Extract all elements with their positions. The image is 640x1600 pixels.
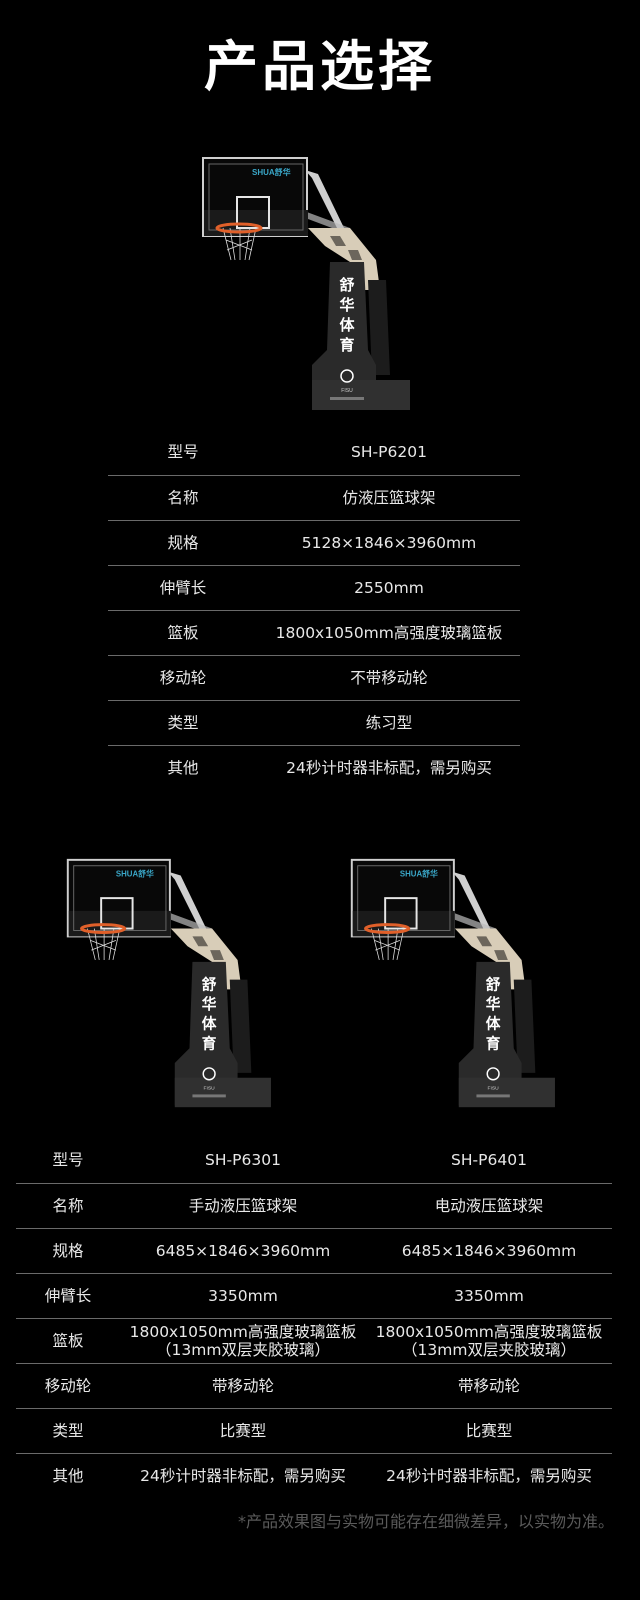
spec-value-b: 3350mm bbox=[454, 1286, 524, 1305]
spec-row: 类型 比赛型 比赛型 bbox=[16, 1408, 612, 1453]
spec-value-b: 1800x1050mm高强度玻璃篮板（13mm双层夹胶玻璃） bbox=[366, 1318, 612, 1363]
spec-value: 仿液压篮球架 bbox=[342, 488, 436, 507]
spec-value-b: 电动液压篮球架 bbox=[434, 1196, 544, 1215]
spec-label: 类型 bbox=[167, 713, 199, 732]
spec-value-b: 比赛型 bbox=[465, 1421, 513, 1440]
tower-lettering: 舒 bbox=[486, 975, 501, 993]
spec-row: 其他 24秒计时器非标配，需另购买 24秒计时器非标配，需另购买 bbox=[16, 1453, 612, 1498]
spec-label: 型号 bbox=[52, 1151, 84, 1170]
spec-label: 规格 bbox=[52, 1241, 84, 1260]
spec-row: 名称 手动液压篮球架 电动液压篮球架 bbox=[16, 1183, 612, 1228]
spec-table-sh-p6301-p6401: 型号 SH-P6301 SH-P6401 名称 手动液压篮球架 电动液压篮球架规格 6485… bbox=[16, 1138, 612, 1498]
product-image-sh-p6401: SHUA舒华 舒华体育 FISU bbox=[322, 852, 572, 1117]
spec-label: 规格 bbox=[167, 533, 199, 552]
spec-label: 伸臂长 bbox=[159, 578, 207, 597]
spec-row: 伸臂长 2550mm bbox=[108, 565, 520, 610]
rim-and-net bbox=[215, 222, 263, 261]
tower-lettering: 华 bbox=[202, 995, 217, 1013]
product-image-sh-p6301: SHUA舒华 舒华体育 FISU bbox=[38, 852, 288, 1117]
spec-value-a: 6485×1846×3960mm bbox=[155, 1241, 331, 1260]
spec-row: 规格 6485×1846×3960mm 6485×1846×3960mm bbox=[16, 1228, 612, 1273]
spec-value-line: 1800x1050mm高强度玻璃篮板 bbox=[375, 1322, 603, 1341]
spec-label: 移动轮 bbox=[44, 1376, 92, 1395]
spec-value: 2550mm bbox=[354, 578, 424, 597]
tower-lettering: 育 bbox=[339, 336, 354, 354]
tower-lettering: 华 bbox=[339, 296, 354, 314]
spec-value-a: 比赛型 bbox=[219, 1421, 267, 1440]
spec-value: SH-P6201 bbox=[351, 443, 427, 462]
tower-lettering: 舒 bbox=[202, 975, 217, 993]
spec-row: 其他 24秒计时器非标配，需另购买 bbox=[108, 745, 520, 790]
spec-row: 移动轮 不带移动轮 bbox=[108, 655, 520, 700]
spec-value: 24秒计时器非标配，需另购买 bbox=[286, 758, 492, 777]
brand-logo: SHUA舒华 bbox=[400, 869, 438, 879]
backboard: SHUA舒华 bbox=[202, 157, 308, 237]
spec-row: 型号 SH-P6301 SH-P6401 bbox=[16, 1138, 612, 1183]
spec-value-a: SH-P6301 bbox=[205, 1151, 281, 1170]
rim-and-net bbox=[364, 923, 411, 961]
rim-and-net bbox=[80, 923, 127, 961]
spec-value-b: 24秒计时器非标配，需另购买 bbox=[386, 1466, 592, 1485]
disclaimer-note: *产品效果图与实物可能存在细微差异，以实物为准。 bbox=[237, 1512, 614, 1531]
spec-row: 类型 练习型 bbox=[108, 700, 520, 745]
spec-row: 名称 仿液压篮球架 bbox=[108, 475, 520, 520]
spec-value: 不带移动轮 bbox=[350, 668, 428, 687]
spec-label: 类型 bbox=[52, 1421, 84, 1440]
spec-value-line: 1800x1050mm高强度玻璃篮板 bbox=[129, 1322, 357, 1341]
spec-label: 篮板 bbox=[52, 1331, 84, 1350]
spec-value: 5128×1846×3960mm bbox=[301, 533, 477, 552]
spec-value: 练习型 bbox=[365, 713, 413, 732]
spec-value-a: 带移动轮 bbox=[211, 1376, 274, 1395]
spec-row: 规格 5128×1846×3960mm bbox=[108, 520, 520, 565]
spec-label: 篮板 bbox=[167, 623, 199, 642]
spec-row: 型号 SH-P6201 bbox=[108, 430, 520, 475]
spec-row: 伸臂长 3350mm 3350mm bbox=[16, 1273, 612, 1318]
spec-label: 其他 bbox=[167, 758, 199, 777]
spec-value-b: SH-P6401 bbox=[451, 1151, 527, 1170]
spec-value-a: 1800x1050mm高强度玻璃篮板（13mm双层夹胶玻璃） bbox=[120, 1318, 366, 1363]
product-image-sh-p6201: SHUA舒华 舒华体育 FISU bbox=[190, 150, 410, 420]
spec-label: 移动轮 bbox=[159, 668, 207, 687]
spec-label: 名称 bbox=[52, 1196, 84, 1215]
spec-value-b: 6485×1846×3960mm bbox=[401, 1241, 577, 1260]
spec-value-a: 24秒计时器非标配，需另购买 bbox=[140, 1466, 346, 1485]
brand-logo: SHUA舒华 bbox=[252, 167, 291, 177]
spec-label: 名称 bbox=[167, 488, 199, 507]
backboard: SHUA舒华 bbox=[66, 858, 171, 938]
spec-table-sh-p6201: 型号 SH-P6201 名称 仿液压篮球架规格 5128×1846×3960mm 伸臂长 2… bbox=[108, 430, 520, 790]
tower-lettering: 舒 bbox=[339, 276, 354, 294]
fisu-logo: FISU bbox=[341, 388, 353, 394]
tower-lettering: 体 bbox=[339, 316, 355, 334]
tower-lettering: 育 bbox=[486, 1034, 501, 1052]
page-title: 产品选择 bbox=[204, 35, 436, 98]
spec-value-line: （13mm双层夹胶玻璃） bbox=[156, 1340, 330, 1359]
spec-value-line: （13mm双层夹胶玻璃） bbox=[402, 1340, 576, 1359]
spec-row: 移动轮 带移动轮 带移动轮 bbox=[16, 1363, 612, 1408]
tower-lettering: 育 bbox=[202, 1034, 217, 1052]
fisu-logo: FISU bbox=[204, 1086, 216, 1092]
fisu-logo: FISU bbox=[488, 1086, 500, 1092]
spec-value-a: 3350mm bbox=[208, 1286, 278, 1305]
tower-lettering: 华 bbox=[486, 995, 501, 1013]
spec-label: 伸臂长 bbox=[44, 1286, 92, 1305]
spec-row: 篮板 1800x1050mm高强度玻璃篮板 bbox=[108, 610, 520, 655]
spec-value-b: 带移动轮 bbox=[457, 1376, 520, 1395]
spec-value-a: 手动液压篮球架 bbox=[188, 1196, 298, 1215]
tower-lettering: 体 bbox=[202, 1015, 217, 1033]
spec-label: 型号 bbox=[167, 443, 199, 462]
brand-logo: SHUA舒华 bbox=[116, 869, 154, 879]
tower-lettering: 体 bbox=[486, 1015, 501, 1033]
spec-label: 其他 bbox=[52, 1466, 84, 1485]
spec-value: 1800x1050mm高强度玻璃篮板 bbox=[275, 623, 503, 642]
